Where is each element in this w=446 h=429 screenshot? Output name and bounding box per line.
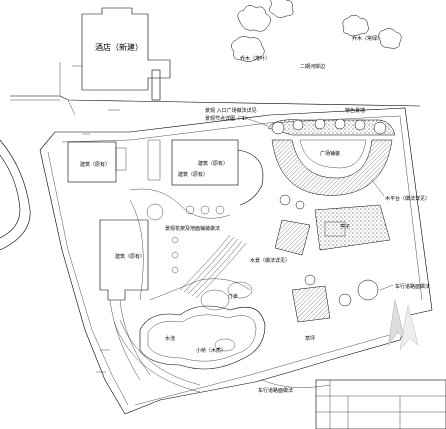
curved-wall <box>237 149 264 206</box>
building-3-label: 建筑（原有） <box>198 160 228 167</box>
terrace-steps <box>179 234 247 299</box>
tree-group-top: 乔木（落叶） 乔木（常绿） 二期河岸边 <box>231 0 402 70</box>
bridge-label: 小桥（木质） <box>196 347 226 354</box>
pond: 水池 小桥（木质） 汀步 <box>139 281 266 370</box>
annotations: 景观 入口广场做法详见 景观节点详图（-1） 景观花架及地面铺装做法 特色景墙 … <box>165 107 430 394</box>
steps-label: 汀步 <box>228 293 238 300</box>
hotel-label: 酒店（新建） <box>95 42 143 52</box>
pool-label: 水池 <box>165 335 175 342</box>
building-center: 建筑（原有） 建筑（原有） <box>147 139 239 186</box>
pavilion-label: 亭子 <box>340 223 350 230</box>
upper-road <box>10 62 421 116</box>
note-top-2: 景观节点详图（-1） <box>205 115 250 122</box>
note-bottom: 车行道路面做法 <box>258 387 293 394</box>
right-features: 亭子 草坪 <box>274 194 391 342</box>
walkways <box>109 188 251 381</box>
park-road-label: 二期河岸边 <box>300 63 325 70</box>
building-2-label: 建筑（原有） <box>115 253 145 260</box>
building-4-label: 建筑（原有） <box>178 171 208 178</box>
building-left-1: 建筑（原有） <box>67 141 127 183</box>
dimension-marks <box>72 65 120 373</box>
plaza-label: 广场铺装 <box>320 150 340 157</box>
building-1-label: 建筑（原有） <box>80 161 110 168</box>
lawn-label: 草坪 <box>305 335 315 342</box>
hotel-building: 酒店（新建） <box>81 7 171 101</box>
note-top-1: 景观 入口广场做法详见 <box>205 107 257 114</box>
left-road <box>0 139 31 251</box>
north-arrow <box>387 299 419 351</box>
note-right-2: 木平台（做法详见） <box>385 195 430 202</box>
bottom-arcs <box>113 319 331 393</box>
amphitheater: 广场铺装 <box>267 118 396 196</box>
tree-label-b: 乔木（常绿） <box>352 35 382 42</box>
building-left-2: 建筑（原有） <box>99 219 149 301</box>
note-road: 车行道路面做法 <box>395 283 430 290</box>
note-garden: 景观花架及地面铺装做法 <box>165 225 220 232</box>
note-right-1: 特色景墙 <box>345 107 365 114</box>
tree-label-a: 乔木（落叶） <box>240 55 270 62</box>
title-block <box>315 379 446 429</box>
note-pool: 水景（做法详见） <box>250 257 290 264</box>
